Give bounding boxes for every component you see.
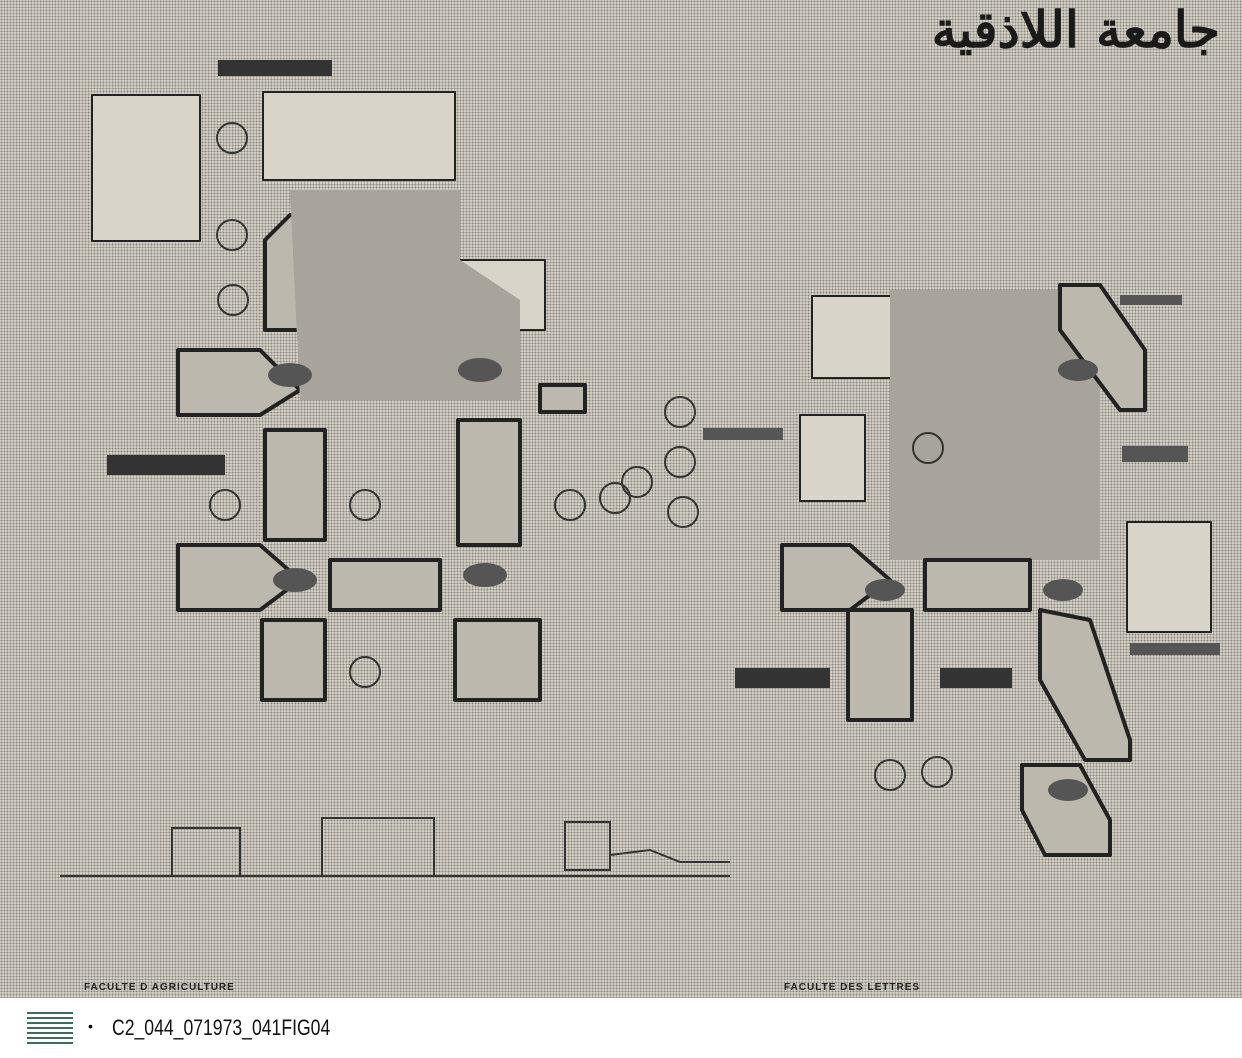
agriculture-faculty-plan [91,91,587,702]
footer: • C2_044_071973_041FIG04 [0,998,1242,1058]
archive-logo-icon [27,1012,73,1044]
letters-faculty-plan [780,283,1212,857]
architectural-plan-sheet: جامعة اللاذقية FACULTE D AGRICULTURE FAC… [0,0,1242,998]
elevation [60,817,730,877]
site-plan-drawing [60,60,1220,877]
bullet: • [88,1018,93,1034]
agriculture-faculty-label: FACULTE D AGRICULTURE [84,982,235,993]
trees [209,122,953,791]
figure-code: C2_044_071973_041FIG04 [112,1015,331,1040]
label-bars [107,60,1220,688]
plan-title-arabic: جامعة اللاذقية [931,0,1220,59]
letters-faculty-label: FACULTE DES LETTRES [784,982,921,993]
